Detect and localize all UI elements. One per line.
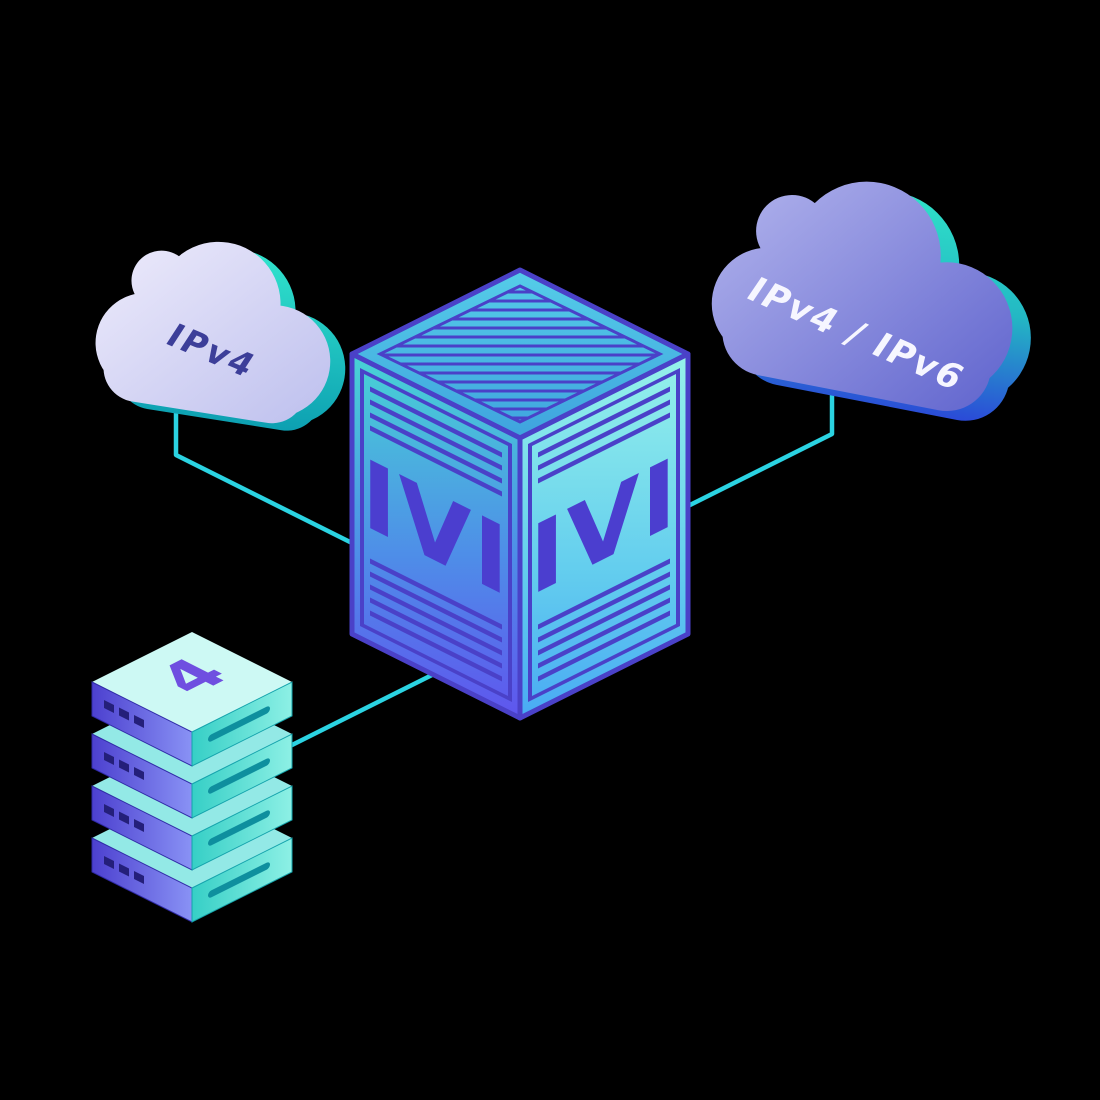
server-unit-led-slots	[104, 752, 144, 780]
server-unit-led-slots	[104, 856, 144, 884]
box-right-inner-border	[528, 368, 680, 702]
server-unit-vent-slot	[208, 810, 270, 846]
box-left-face-stripes	[370, 386, 502, 682]
connector-right-cloud-to-box	[678, 382, 835, 513]
server-unit-vent-slot	[208, 862, 270, 898]
ivi-translator-box: IVI IVI	[349, 267, 691, 721]
server-unit-vent-slot	[208, 706, 270, 742]
server-unit-led-slots	[104, 700, 144, 728]
server-unit-vent-slot	[208, 758, 270, 794]
box-left-inner-border	[360, 368, 512, 702]
server-unit	[91, 632, 293, 767]
connector-left-cloud-to-box	[173, 398, 364, 551]
ipv4-cloud: IPv4	[86, 224, 362, 439]
box-top-inner-border	[376, 284, 664, 424]
ipv4-server-stack: 4	[91, 632, 293, 923]
box-right-face-stripes	[538, 386, 670, 682]
server-unit-led-slots	[104, 804, 144, 832]
ipv4-ipv6-cloud: IPv4 / IPv6	[699, 155, 1055, 432]
